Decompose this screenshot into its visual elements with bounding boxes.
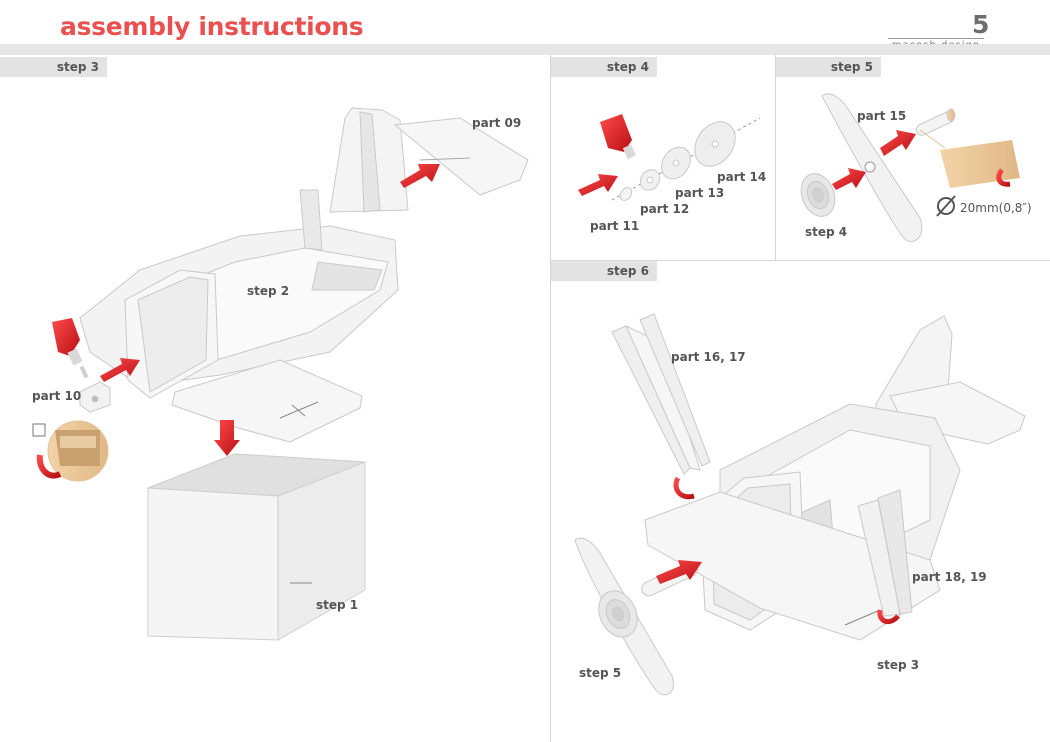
label-part-13: part 13 (675, 186, 725, 200)
step5-propeller (800, 93, 956, 242)
step6-airplane (641, 315, 1026, 641)
label-step-3-ref: step 3 (877, 658, 920, 672)
red-arrow-icon (578, 174, 618, 196)
panel-divider-horizontal (550, 260, 1050, 261)
step3-fuselage (79, 107, 529, 443)
rotate-arrow-icon (673, 476, 900, 625)
label-part-18-19: part 18, 19 (912, 570, 987, 584)
tab-step-4: step 4 (551, 57, 657, 77)
tab-step-3: step 3 (0, 57, 107, 77)
panel-divider-step4-5 (775, 55, 776, 260)
label-step-2: step 2 (247, 284, 290, 298)
step3-box (147, 453, 366, 641)
label-part-16-17: part 16, 17 (671, 350, 746, 364)
tab-step-6: step 6 (551, 261, 657, 281)
step6-struts (611, 313, 711, 475)
red-arrow-icon (832, 130, 916, 190)
page-title: assembly instructions (60, 12, 364, 41)
panel-divider-main (550, 55, 551, 742)
glue-bottle-icon (600, 114, 637, 160)
label-part-12: part 12 (640, 202, 690, 216)
label-step-5-ref: step 5 (579, 666, 622, 680)
label-step-4-ref: step 4 (805, 225, 848, 239)
label-part-11: part 11 (590, 219, 640, 233)
label-part-14: part 14 (717, 170, 767, 184)
red-arrow-icon (100, 164, 440, 456)
label-part-15: part 15 (857, 109, 907, 123)
step6-propeller (574, 537, 674, 696)
spinner-part (800, 173, 836, 217)
header-rule (0, 44, 1050, 55)
label-part-10: part 10 (32, 389, 82, 403)
tab-step-5: step 5 (776, 57, 881, 77)
label-part-09: part 09 (472, 116, 522, 130)
glue-bottle-icon (52, 318, 89, 379)
red-arrow-icon (656, 560, 702, 584)
paper-roll (919, 129, 1020, 188)
page-number: 5 (972, 10, 990, 39)
brand-divider (888, 38, 984, 39)
step4-parts (611, 117, 761, 201)
part10-block (79, 381, 111, 413)
label-step-1: step 1 (316, 598, 359, 612)
label-diameter: 20mm(0,8″) (960, 201, 1032, 215)
part10-detail (32, 420, 109, 482)
rotate-arrow-icon (996, 168, 1011, 187)
diameter-icon (936, 195, 956, 217)
